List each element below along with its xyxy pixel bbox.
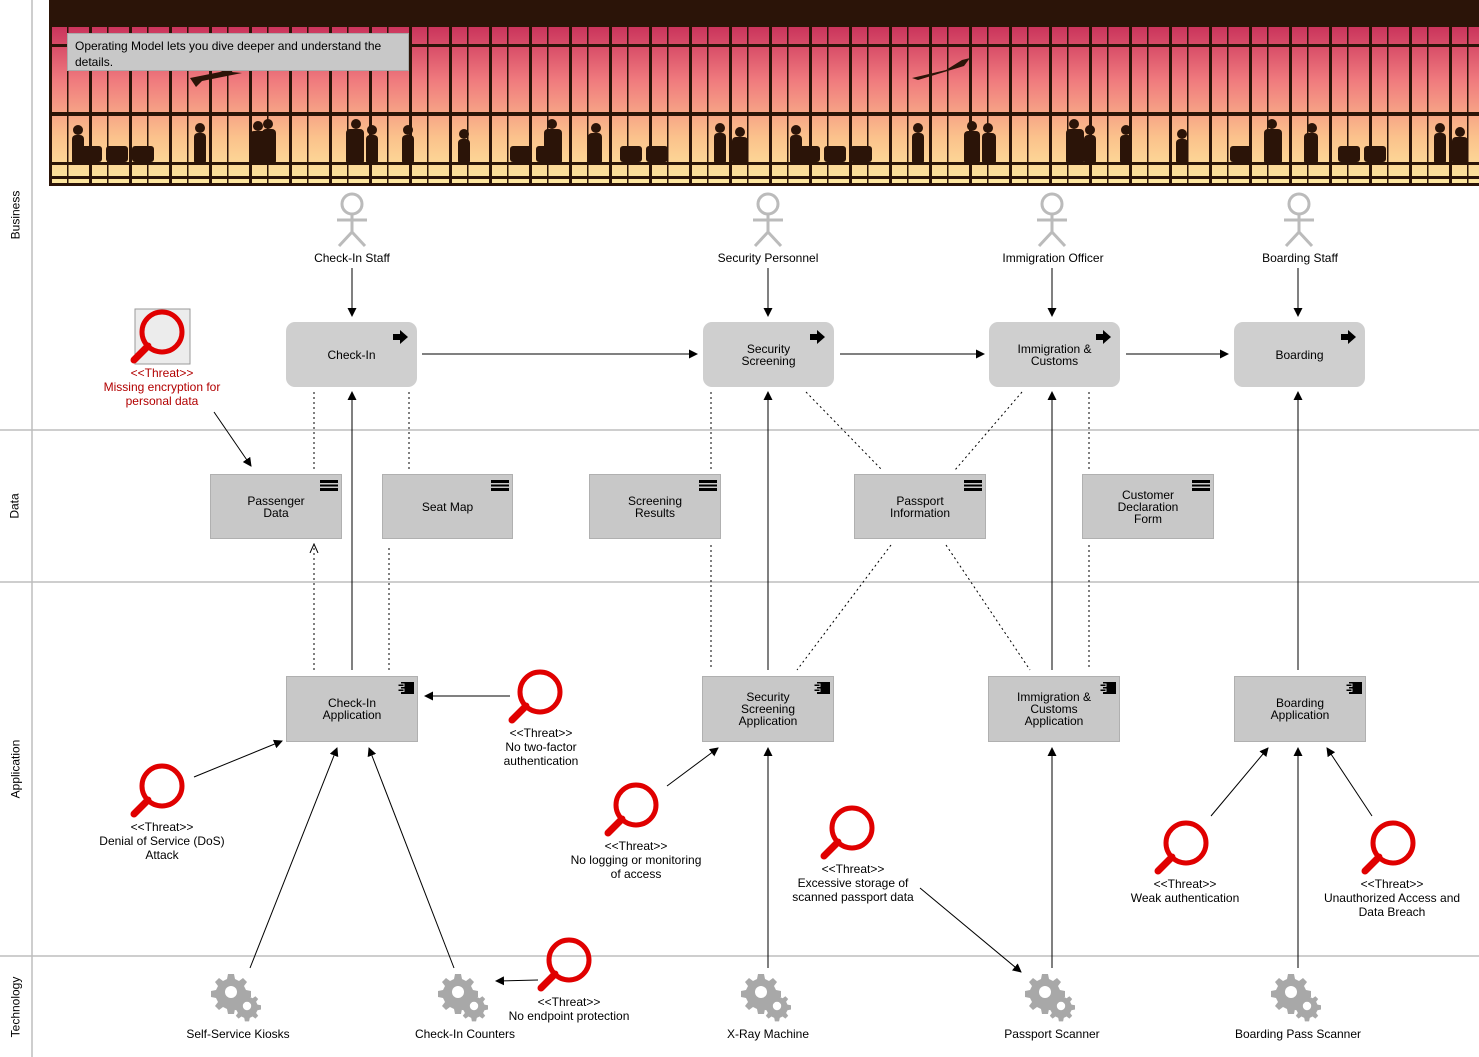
boarding-pass-scanner-gear-icon	[1271, 974, 1321, 1022]
actor-boarding-staff-icon	[1282, 192, 1316, 248]
actor-checkin-staff-icon	[335, 192, 369, 248]
lane-application: Application	[8, 739, 22, 799]
application-component-icon	[814, 682, 830, 694]
process-checkin[interactable]: Check-In	[286, 322, 417, 387]
process-immigration-label: Immigration & Customs	[1017, 341, 1092, 368]
threat-unauthorized-icon	[1365, 823, 1413, 871]
actor-security-personnel-icon	[751, 192, 785, 248]
threat-logging-icon	[608, 785, 656, 833]
xray-gear-icon	[741, 974, 791, 1022]
process-immigration-customs[interactable]: Immigration & Customs	[989, 322, 1120, 387]
data-seatmap[interactable]: Seat Map	[382, 474, 513, 539]
data-object-icon	[964, 480, 982, 491]
data-customer-declaration[interactable]: Customer Declaration Form	[1082, 474, 1214, 539]
app-immigration-label: Immigration & Customs Application	[1016, 690, 1092, 728]
app-boarding-label: Boarding Application	[1270, 696, 1330, 722]
lane-business: Business	[8, 190, 23, 240]
data-object-icon	[320, 480, 338, 491]
data-seatmap-label: Seat Map	[421, 499, 474, 514]
application-component-icon	[1346, 682, 1362, 694]
threat-storage-icon	[824, 808, 872, 856]
process-boarding[interactable]: Boarding	[1234, 322, 1365, 387]
data-screening-label: Screening Results	[627, 493, 683, 520]
actor-immigration-officer-icon	[1035, 192, 1069, 248]
process-security-screening[interactable]: Security Screening	[703, 322, 834, 387]
data-passenger-label: Passenger Data	[247, 493, 305, 520]
application-component-icon	[1100, 682, 1116, 694]
kiosks-gear-icon	[211, 974, 261, 1022]
lane-technology: Technology	[8, 976, 22, 1037]
process-arrow-icon	[1341, 330, 1356, 344]
process-security-label: Security Screening	[741, 341, 796, 368]
data-object-icon	[1192, 480, 1210, 491]
data-declaration-label: Customer Declaration Form	[1117, 487, 1179, 526]
threat-two-factor-icon	[512, 672, 560, 720]
threat-encryption-icon	[134, 308, 191, 365]
app-checkin-label: Check-In Application	[322, 696, 382, 722]
process-arrow-icon	[810, 330, 825, 344]
app-checkin[interactable]: Check-In Application	[286, 676, 418, 742]
app-security-screening[interactable]: Security Screening Application	[702, 676, 834, 742]
app-boarding[interactable]: Boarding Application	[1234, 676, 1366, 742]
process-boarding-label: Boarding	[1275, 347, 1324, 362]
app-security-label: Security Screening Application	[738, 690, 798, 728]
airport-banner-image	[49, 0, 1479, 186]
process-arrow-icon	[393, 330, 408, 344]
data-passport-information[interactable]: Passport Information	[854, 474, 986, 539]
counters-gear-icon	[438, 974, 488, 1022]
connectors	[193, 268, 1373, 986]
threat-endpoint-icon	[541, 940, 589, 988]
process-arrow-icon	[1096, 330, 1111, 344]
threat-weak-auth-icon	[1158, 823, 1206, 871]
threat-dos-icon	[134, 766, 182, 814]
passport-scanner-gear-icon	[1025, 974, 1075, 1022]
data-screening-results[interactable]: Screening Results	[589, 474, 721, 539]
data-object-icon	[699, 480, 717, 491]
banner-note: Operating Model lets you dive deeper and…	[67, 33, 409, 71]
lane-data: Data	[7, 493, 22, 519]
data-passenger[interactable]: Passenger Data	[210, 474, 342, 539]
data-passport-label: Passport Information	[889, 493, 951, 520]
process-checkin-label: Check-In	[327, 347, 376, 362]
application-component-icon	[398, 682, 414, 694]
data-object-icon	[491, 480, 509, 491]
app-immigration-customs[interactable]: Immigration & Customs Application	[988, 676, 1120, 742]
